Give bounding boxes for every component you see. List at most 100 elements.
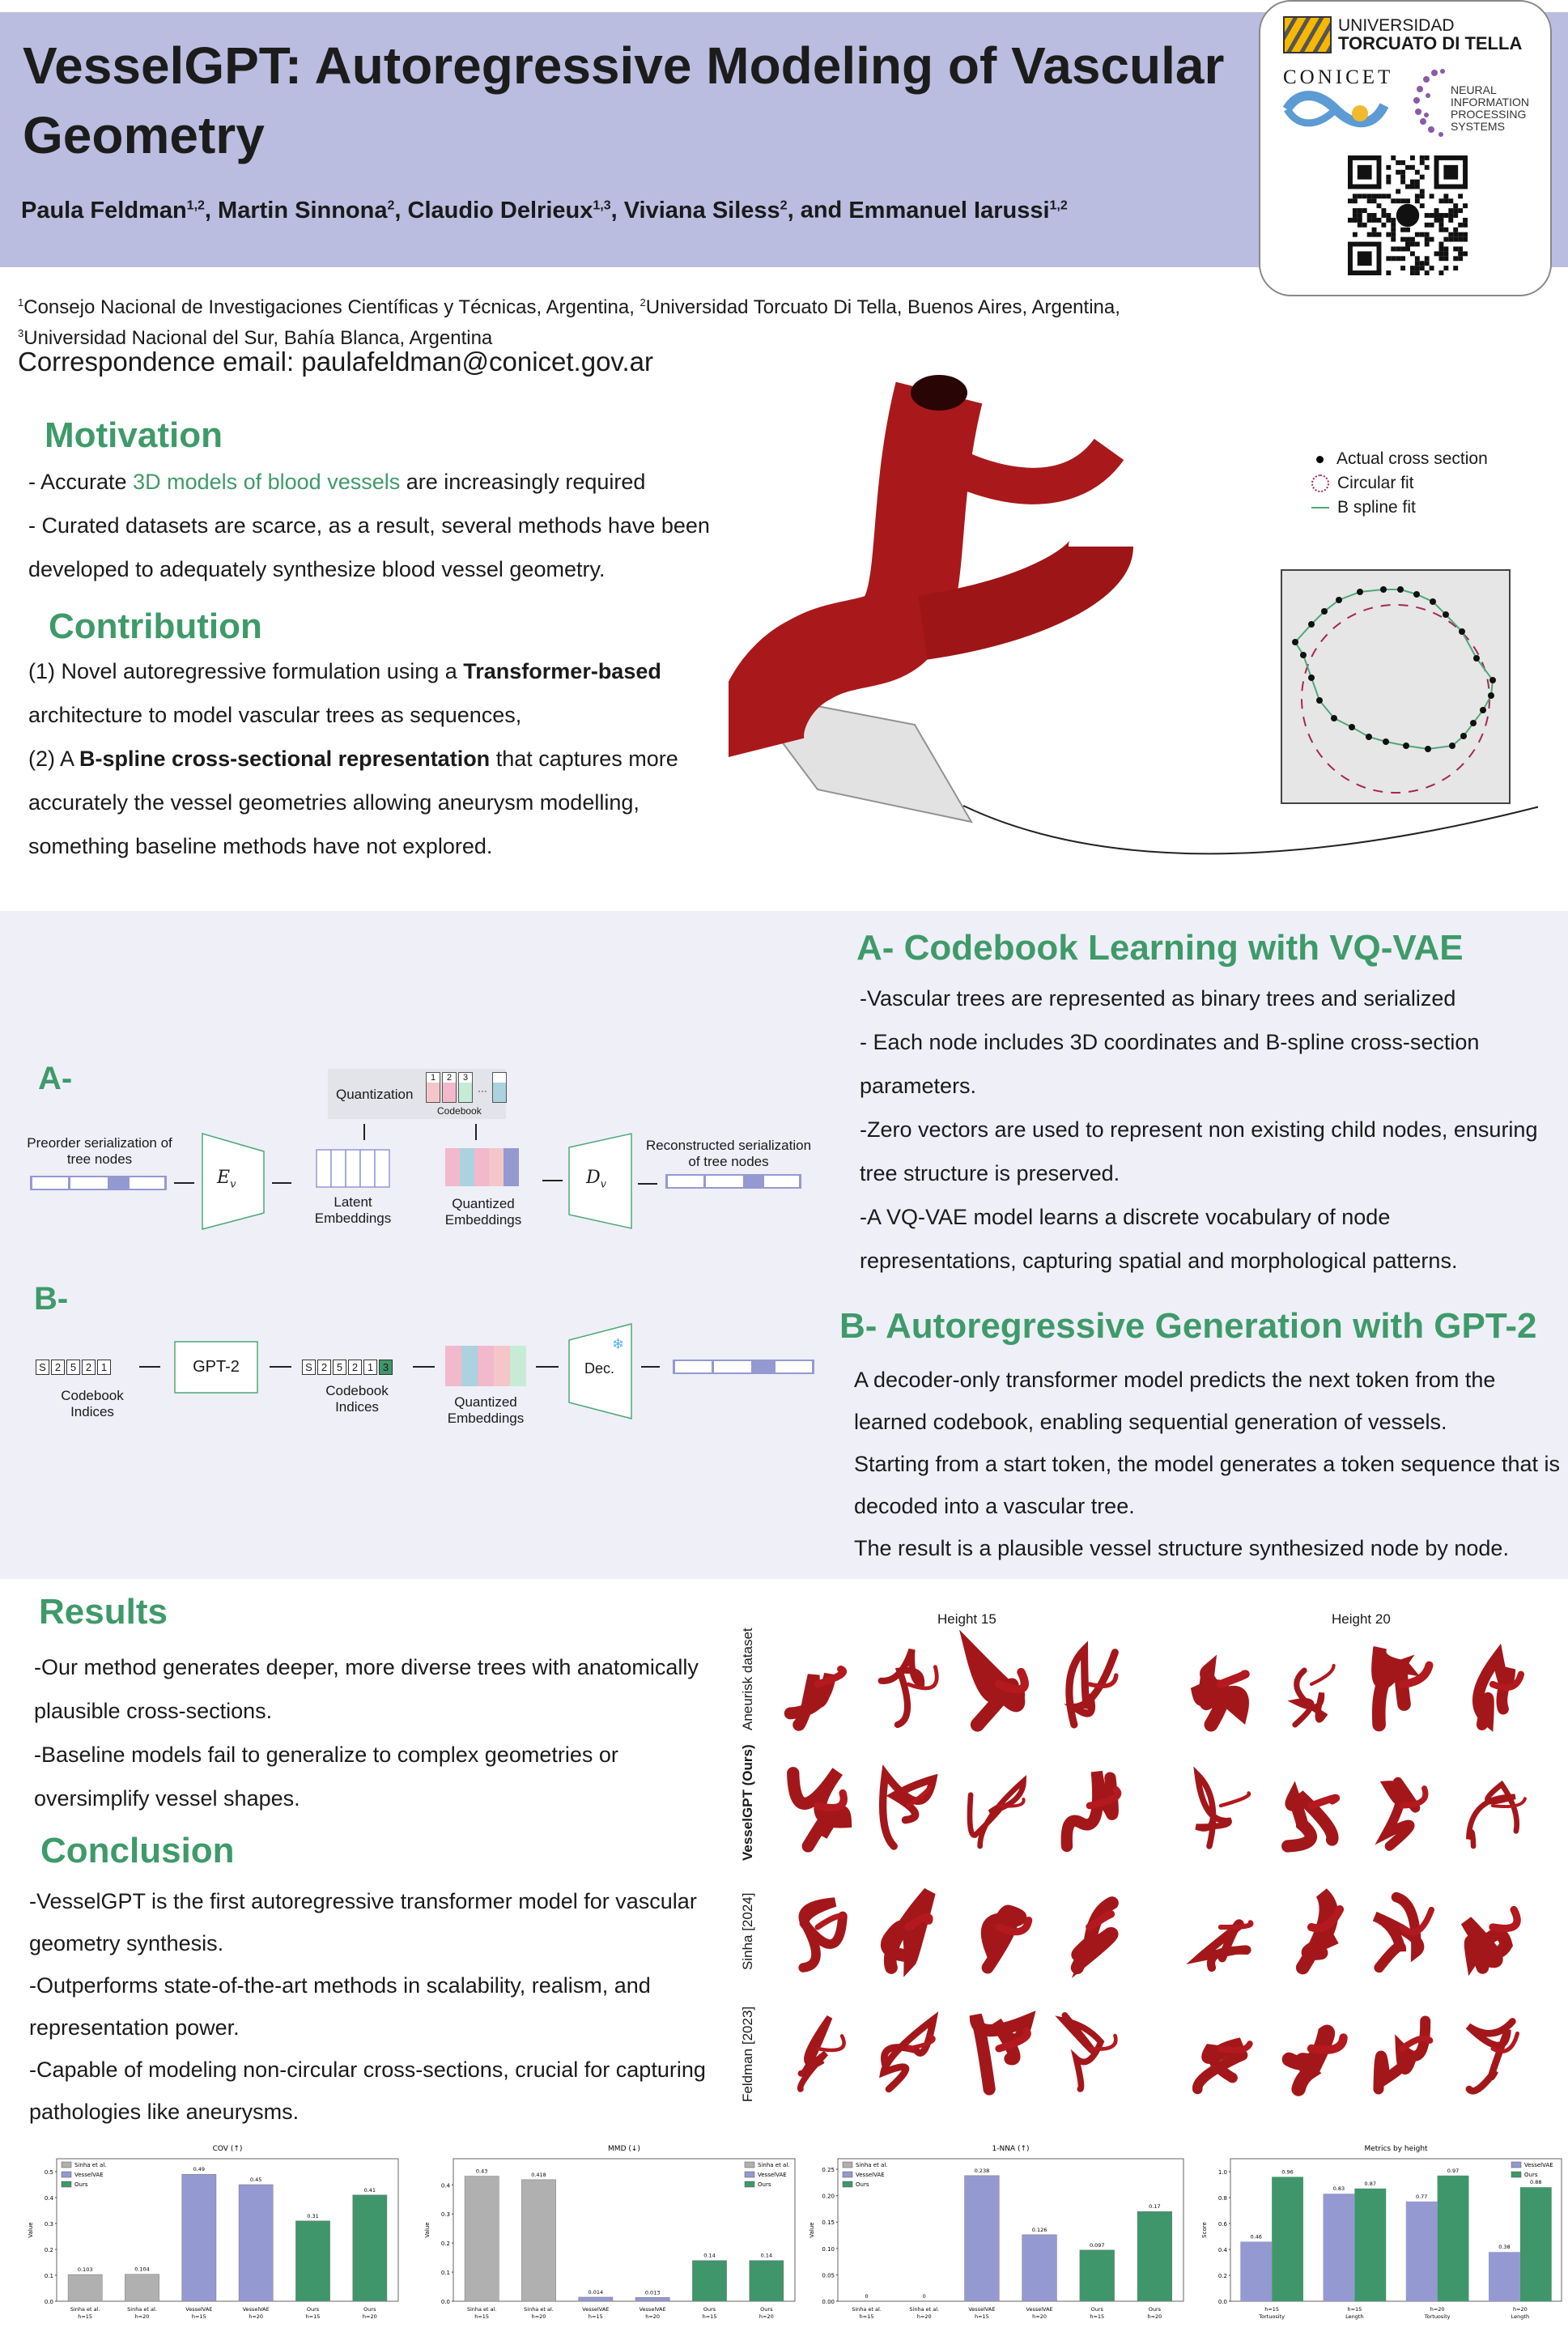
x-tick-label: Sinha et al.	[467, 2306, 497, 2313]
neurips-logo: NEURAL INFORMATION PROCESSING SYSTEMS	[1410, 66, 1544, 141]
y-axis-label: Value	[809, 2222, 815, 2237]
bar-ours	[1137, 2211, 1173, 2302]
column-header: Height 20	[1332, 1611, 1391, 1627]
row-label: VesselGPT (Ours)	[740, 1744, 755, 1861]
x-tick-label: h=15	[78, 2313, 92, 2320]
y-tick-label: 0.3	[441, 2211, 450, 2218]
token: 2	[317, 1360, 331, 1375]
conicet-infinity-icon	[1282, 91, 1389, 128]
author-name: Paula Feldman	[21, 197, 187, 223]
decoder-letter: D	[586, 1168, 601, 1188]
data-label: 0.14	[761, 2253, 772, 2259]
vessel-render	[1375, 1777, 1421, 1851]
utdt-logo: UNIVERSIDAD TORCUATO DI TELLA	[1283, 16, 1522, 53]
diagram-a: A- Quantization 1 2 3 ··· Codebook Preor…	[0, 1053, 826, 1239]
vessel-render	[1372, 1892, 1425, 1973]
x-tick-label: h=20	[1032, 2313, 1047, 2320]
row-label: Aneurisk dataset	[740, 1628, 755, 1730]
reconstructed-label: Reconstructed serialization of tree node…	[645, 1138, 812, 1169]
qr-code[interactable]	[1348, 155, 1468, 275]
y-axis-label: Score	[1201, 2222, 1208, 2238]
x-tick-label: h=20	[759, 2313, 774, 2320]
vessel-branch	[918, 538, 1133, 660]
legend-label: Sinha et al.	[758, 2162, 790, 2168]
bar-sinha	[464, 2176, 499, 2302]
y-tick-label: 0.0	[441, 2299, 450, 2305]
x-tick-label: Ours	[363, 2306, 376, 2313]
affiliation-3: Universidad Nacional del Sur, Bahía Blan…	[23, 327, 493, 349]
cross-section-plot	[1281, 569, 1511, 804]
author-name: Claudio Delrieux	[407, 197, 593, 223]
decoder-subscript: v	[600, 1178, 606, 1191]
codebook-index: 2	[446, 1073, 453, 1083]
x-tick-label: h=15	[192, 2313, 206, 2320]
data-label: 0.238	[975, 2168, 990, 2174]
bar-vesselvae	[1323, 2194, 1355, 2301]
codebook-index: 3	[462, 1073, 469, 1083]
vessel-render	[1055, 2011, 1105, 2092]
quantization-box	[328, 1069, 506, 1119]
bar-ours	[1519, 2187, 1552, 2301]
data-label: 0.014	[589, 2289, 604, 2296]
x-tick-label: Ours	[1091, 2306, 1104, 2313]
bar-vesselvae	[1022, 2234, 1057, 2302]
neurips-line: SYSTEMS	[1451, 120, 1505, 133]
legend-swatch	[61, 2161, 72, 2168]
legend-swatch	[744, 2161, 755, 2168]
vessel-branch	[1490, 2031, 1520, 2053]
aneurysm-vessel-model	[729, 381, 983, 757]
highlight-text: 3D models of blood vessels	[133, 470, 401, 494]
y-tick-label: 0.2	[441, 2241, 450, 2247]
vessel-render	[1192, 2037, 1248, 2095]
encoder-letter: E	[217, 1168, 231, 1188]
x-tick-label: h=15	[589, 2313, 603, 2320]
y-tick-label: 0.8	[1218, 2195, 1227, 2202]
affiliations: 1Consejo Nacional de Investigaciones Cie…	[18, 290, 1248, 351]
y-tick-label: 1.0	[1218, 2169, 1227, 2176]
data-label: 0.418	[531, 2172, 546, 2178]
x-tick-label: h=20	[645, 2313, 660, 2320]
legend-swatch	[1511, 2161, 1522, 2168]
vessel-render	[881, 1887, 936, 1977]
data-label: 0.43	[476, 2168, 487, 2175]
author-affiliation: 1,2	[186, 198, 205, 212]
vessel-render	[1064, 1640, 1119, 1729]
cross-section-point	[1459, 628, 1465, 635]
y-tick-label: 0.0	[1218, 2299, 1227, 2305]
conclusion-body: -VesselGPT is the first autoregressive t…	[29, 1880, 717, 2133]
y-tick-label: 0.15	[822, 2219, 835, 2226]
data-label: 0.97	[1447, 2168, 1459, 2174]
codebook-entries: 1 2 3 ···	[426, 1072, 507, 1103]
correspondence-email[interactable]: Correspondence email: paulafeldman@conic…	[18, 347, 653, 377]
data-label: 0.46	[1250, 2233, 1261, 2240]
vessel-branch	[995, 2027, 1031, 2053]
vessel-branch	[815, 2034, 846, 2053]
dashed-circle-icon	[1311, 474, 1329, 492]
data-label: 0.17	[1149, 2203, 1160, 2210]
diagram-b-label: B-	[34, 1281, 69, 1317]
vessel-branch	[1087, 1673, 1119, 1688]
logo-panel: UNIVERSIDAD TORCUATO DI TELLA CONICET	[1259, 0, 1552, 296]
legend-label: Ours	[1524, 2172, 1538, 2178]
vessel-render	[787, 1767, 852, 1853]
chart-title: MMD (↓)	[608, 2145, 640, 2153]
vessel-branch	[906, 1665, 939, 1691]
bspline-fit	[1294, 589, 1494, 751]
y-tick-label: 0.00	[822, 2299, 835, 2305]
latent-embeddings	[316, 1149, 390, 1188]
token: S	[302, 1360, 316, 1375]
cross-section-point	[1366, 734, 1372, 740]
chart-title: 1-NNA (↑)	[992, 2145, 1029, 2153]
bar-ours	[749, 2260, 784, 2302]
bar-ours	[1437, 2175, 1469, 2301]
vessel-branch	[1307, 2033, 1348, 2054]
vessel-render	[1281, 2024, 1336, 2096]
text: -Our method generates deeper, more diver…	[34, 1655, 699, 1723]
y-tick-label: 0.05	[822, 2272, 835, 2279]
section-b-heading: B- Autoregressive Generation with GPT-2	[839, 1306, 1537, 1346]
chart-title: Metrics by height	[1364, 2145, 1428, 2153]
author-affiliation: 1,3	[593, 198, 611, 212]
x-tick-label: VesselVAE	[1026, 2306, 1053, 2313]
aff-number: 1	[18, 296, 24, 309]
